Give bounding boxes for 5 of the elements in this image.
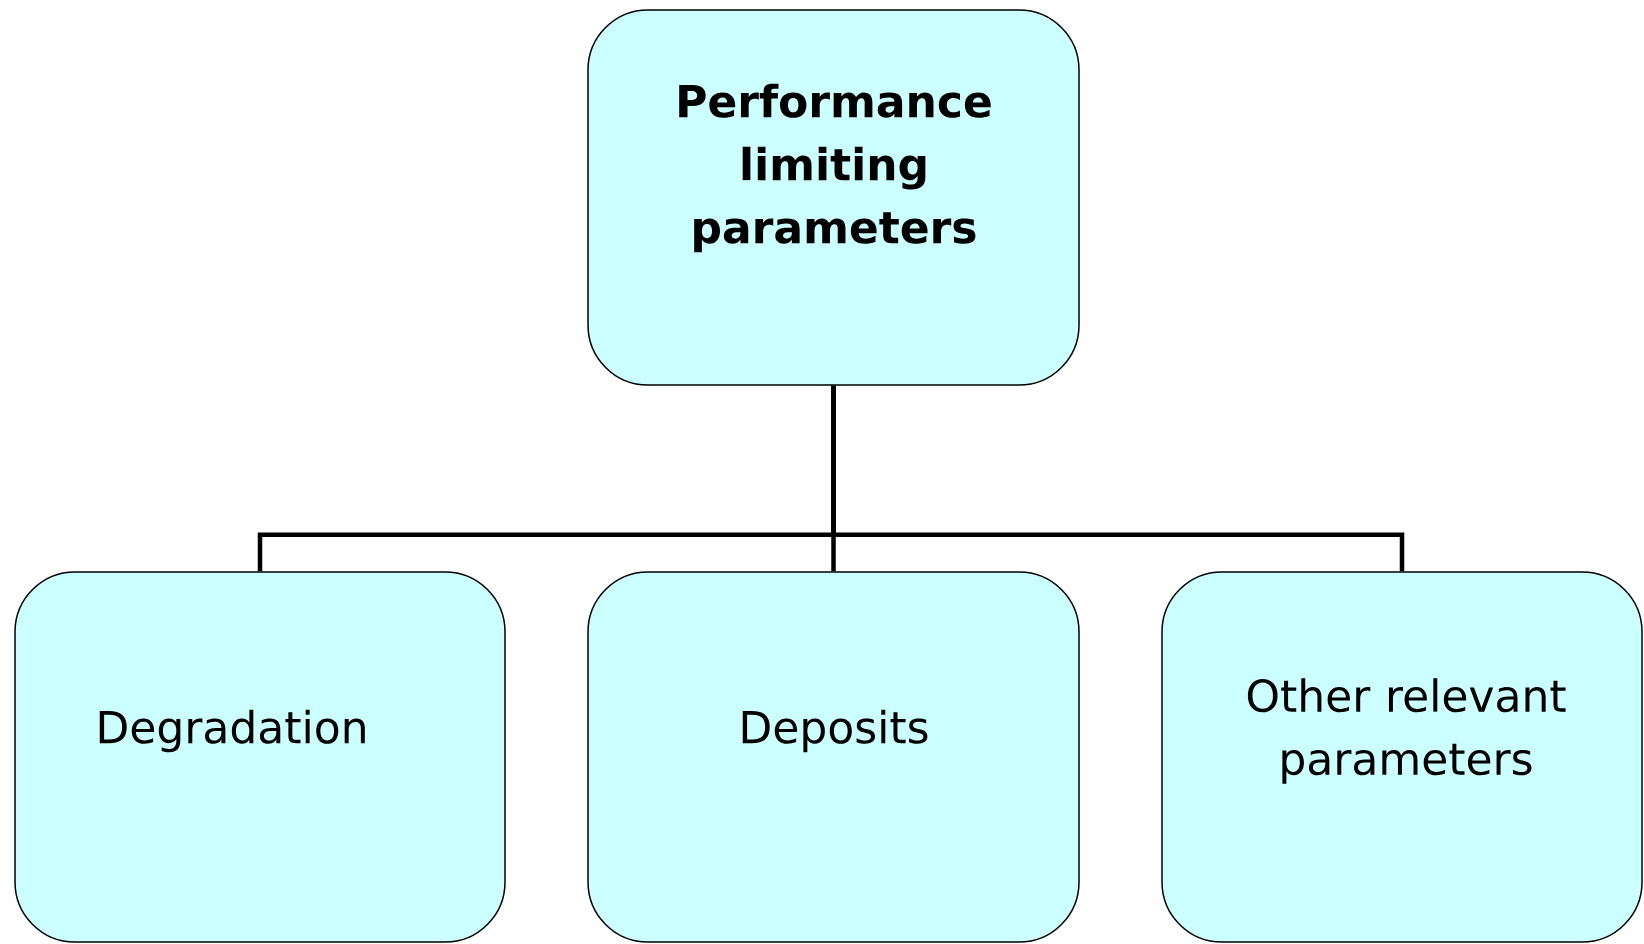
process-box: Other relevant parameters [1161, 571, 1643, 943]
process-box: Deposits [587, 571, 1080, 943]
process-box: Degradation [14, 571, 506, 943]
connector-line [831, 385, 1405, 572]
process-box: Performance limiting parameters [587, 9, 1080, 386]
